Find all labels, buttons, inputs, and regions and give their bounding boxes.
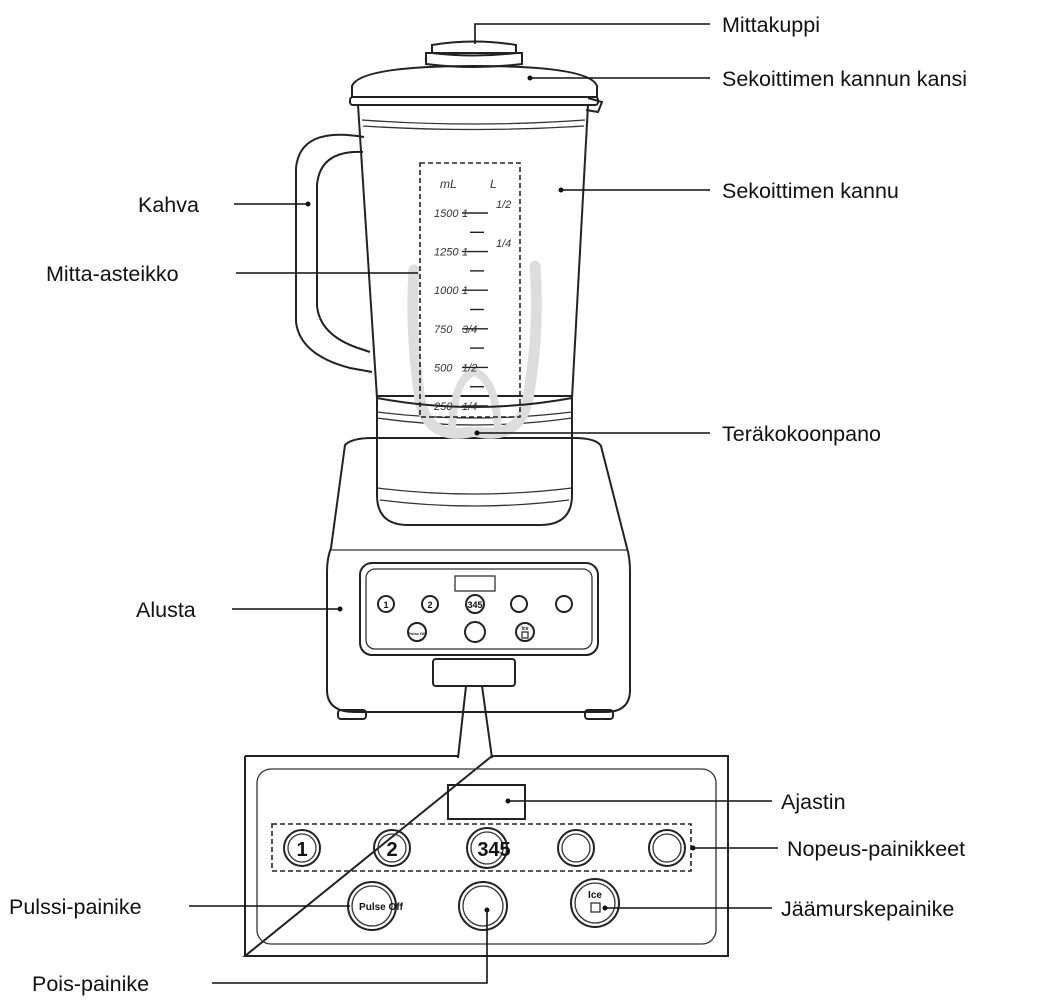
jar-lid: [349, 40, 604, 114]
speed-button-1: 1: [283, 829, 321, 867]
label-ice-crush-button: Jäämurskepainike: [781, 897, 954, 921]
off-button: [458, 881, 508, 931]
labels: Mittakuppi Sekoittimen kannun kansi Seko…: [9, 13, 967, 996]
callout-connector-left: [457, 685, 467, 759]
scale-ml-mark: 1500: [434, 208, 459, 220]
scale-l-mark: 1: [462, 285, 468, 297]
label-base: Alusta: [136, 598, 196, 622]
scale-l-mark: 1: [462, 208, 468, 220]
speed-button-2-label: 2: [386, 839, 397, 861]
base-body: 1 2 345 Pulse Off Ice: [326, 437, 631, 720]
speed-button-345: 345: [466, 827, 511, 869]
scale-ml-mark: 750: [434, 324, 453, 336]
scale-header-ml: mL: [440, 177, 457, 191]
mini-speed-345-text: 345: [467, 600, 482, 610]
ice-crush-button: Ice: [570, 878, 620, 928]
leader-lines: [189, 23, 778, 984]
pulse-off-button: Pulse Off: [347, 881, 404, 931]
label-jar-lid: Sekoittimen kannun kansi: [722, 67, 967, 91]
scale-side-mark-quarter: 1/4: [496, 238, 511, 250]
blender-illustration: 1 2 345 Pulse Off Ice: [295, 40, 631, 759]
label-pulse-button: Pulssi-painike: [9, 895, 142, 919]
mini-pulse-off-text: Pulse Off: [408, 631, 426, 636]
scale-l-mark: 1/4: [462, 401, 477, 413]
speed-button-5: [648, 829, 686, 867]
label-handle: Kahva: [138, 193, 199, 217]
label-timer: Ajastin: [781, 790, 846, 814]
label-off-button: Pois-painike: [32, 972, 149, 996]
scale-ml-mark: 1000: [434, 285, 459, 297]
scale-l-mark: 1/2: [462, 362, 477, 374]
scale-l-mark: 3/4: [462, 324, 477, 336]
mini-ice-text: Ice: [522, 626, 529, 632]
scale-ml-mark: 250: [433, 401, 453, 413]
mini-speed-2-text: 2: [427, 600, 432, 610]
label-measurement-scale: Mitta-asteikko: [46, 262, 179, 286]
ice-icon: [590, 902, 601, 913]
callout-connector-right: [481, 685, 493, 759]
pulse-off-button-label: Pulse Off: [359, 902, 404, 913]
speed-button-2: 2: [373, 829, 411, 867]
ice-crush-button-label: Ice: [588, 890, 602, 901]
scale-header-l: L: [490, 177, 497, 191]
mini-speed-1-text: 1: [383, 600, 388, 610]
label-jar: Sekoittimen kannu: [722, 179, 899, 203]
scale-ml-mark: 500: [434, 362, 453, 374]
scale-side-mark-half: 1/2: [496, 199, 511, 211]
jar-body: [295, 104, 590, 439]
scale-l-mark: 1: [462, 247, 468, 259]
timer-display: [447, 784, 526, 820]
speed-button-1-label: 1: [296, 839, 307, 861]
scale-ml-mark: 1250: [434, 247, 459, 259]
speed-button-4: [557, 829, 595, 867]
blade-collar: [376, 395, 573, 526]
label-measuring-cup: Mittakuppi: [722, 13, 820, 37]
label-speed-buttons: Nopeus-painikkeet: [787, 837, 965, 861]
label-blade-assembly: Teräkokoonpano: [722, 422, 881, 446]
speed-button-345-label: 345: [477, 839, 510, 861]
